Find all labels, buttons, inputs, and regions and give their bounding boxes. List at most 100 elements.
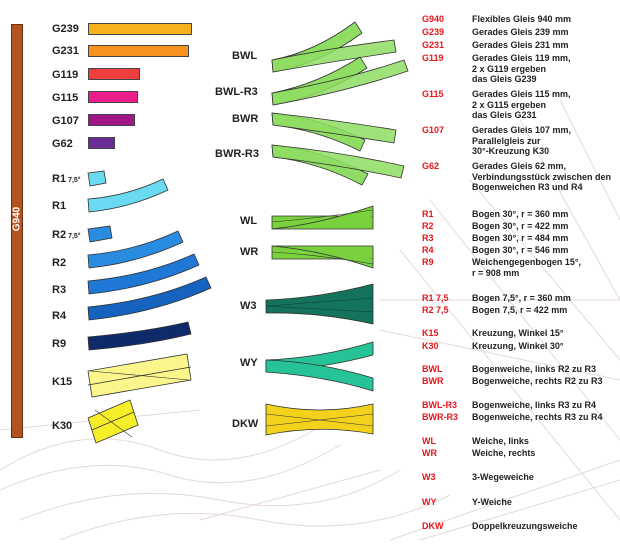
wr-track [271,245,374,269]
legend-desc: Bogen 7,5, r = 422 mm [472,305,568,315]
legend-desc: Flexibles Gleis 940 mm [472,14,572,24]
legend-desc: Gerades Gleis 119 mm, 2 x G119 ergeben d… [472,53,571,84]
r1-7-5-track [87,170,107,187]
r1-label: R1 [52,200,67,212]
wl-track [271,205,374,230]
bwl-r3-track [271,56,409,106]
wr-label: WR [240,246,259,258]
k30-track [87,399,139,444]
legend-code: G115 [422,89,444,99]
r4-track [87,276,212,321]
bwr-r3-label: BWR-R3 [215,148,259,160]
legend-desc: Gerades Gleis 62 mm, Verbindungsstück zw… [472,161,612,192]
g119-label: G119 [52,69,79,81]
legend-desc: 3-Wegeweiche [472,472,534,482]
legend-code: G940 [422,14,445,24]
wy-label: WY [240,357,258,369]
legend-code: K30 [422,341,439,351]
legend-code: WR [422,448,437,458]
legend-desc: Bogen 7,5°, r = 360 mm [472,293,571,303]
legend-desc: Kreuzung, Winkel 30° [472,341,564,351]
legend-desc: Weiche, rechts [472,448,536,458]
k15-label: K15 [52,376,73,388]
wy-track [265,341,374,392]
r3-label: R3 [52,284,67,296]
legend-desc: Y-Weiche [472,497,512,507]
k15-track [87,353,192,398]
legend-code: R4 [422,245,434,255]
r1-track [87,178,169,213]
r4-label: R4 [52,310,67,322]
legend-desc: Bogenweiche, links R2 zu R3 [472,364,597,374]
r9-label: R9 [52,338,67,350]
r1-7-5-label-text: R1 [52,173,67,185]
legend-code: WY [422,497,437,507]
legend-code: R3 [422,233,434,243]
legend-desc: Bogenweiche, links R3 zu R4 [472,400,597,410]
g115-label: G115 [52,92,79,104]
legend-code: R1 7,5 [422,293,449,303]
legend-desc: Bogenweiche, rechts R2 zu R3 [472,376,603,386]
g115-track [88,91,138,103]
r9-track [87,321,192,351]
r2-7-5-label-text: R2 [52,229,67,241]
bwr-track [271,112,397,152]
wl-label: WL [240,215,258,227]
g231-label: G231 [52,45,79,57]
g231-track [88,45,189,57]
legend-code: R2 [422,221,434,231]
bwr-r3-track [271,144,405,186]
legend-desc: Bogen 30°, r = 546 mm [472,245,569,255]
g62-label: G62 [52,138,73,150]
legend-code: G239 [422,27,445,37]
g62-track [88,137,115,149]
legend-code: BWR [422,376,444,386]
bwl-track [271,21,397,73]
bwr-label: BWR [232,113,259,125]
legend-code: G119 [422,53,444,63]
legend-code: R2 7,5 [422,305,449,315]
legend-desc: Bogen 30°, r = 484 mm [472,233,569,243]
bwl-label: BWL [232,50,258,62]
legend-desc: Doppelkreuzungsweiche [472,521,578,531]
legend-code: BWL-R3 [422,400,457,410]
g119-track [88,68,140,80]
r2-label: R2 [52,257,67,269]
legend-code: BWL [422,364,443,374]
legend-code: R9 [422,257,434,267]
w3-label: W3 [240,300,257,312]
g107-label: G107 [52,115,79,127]
legend-desc: Gerades Gleis 239 mm [472,27,569,37]
dkw-label: DKW [232,418,259,430]
g239-track [88,23,192,35]
r2-7-5-angle: 7,5° [68,233,81,240]
g239-label: G239 [52,23,79,35]
legend-desc: Bogenweiche, rechts R3 zu R4 [472,412,603,422]
dkw-track [265,403,374,436]
legend-code: K15 [422,328,439,338]
legend-desc: Gerades Gleis 231 mm [472,40,569,50]
legend-code: W3 [422,472,436,482]
legend-code: DKW [422,521,444,531]
r3-track [87,253,200,295]
legend-desc: Weiche, links [472,436,529,446]
w3-track [265,283,374,325]
legend-code: BWR-R3 [422,412,458,422]
legend-code: G107 [422,125,445,135]
r2-7-5-track [87,225,113,243]
legend-desc: Bogen 30°, r = 360 mm [472,209,569,219]
legend-code: WL [422,436,436,446]
legend-code: R1 [422,209,434,219]
legend-desc: Kreuzung, Winkel 15° [472,328,564,338]
r2-track [87,230,184,269]
legend-code: G231 [422,40,445,50]
legend-desc: Weichengegenbogen 15°, r = 908 mm [472,257,581,278]
legend-desc: Gerades Gleis 107 mm, Parallelgleis zur … [472,125,572,156]
legend-code: G62 [422,161,440,171]
k30-label: K30 [52,420,73,432]
r1-7-5-angle: 7,5° [68,177,81,184]
g940-flex-track [11,24,23,438]
legend-desc: Gerades Gleis 115 mm, 2 x G115 ergeben d… [472,89,571,120]
